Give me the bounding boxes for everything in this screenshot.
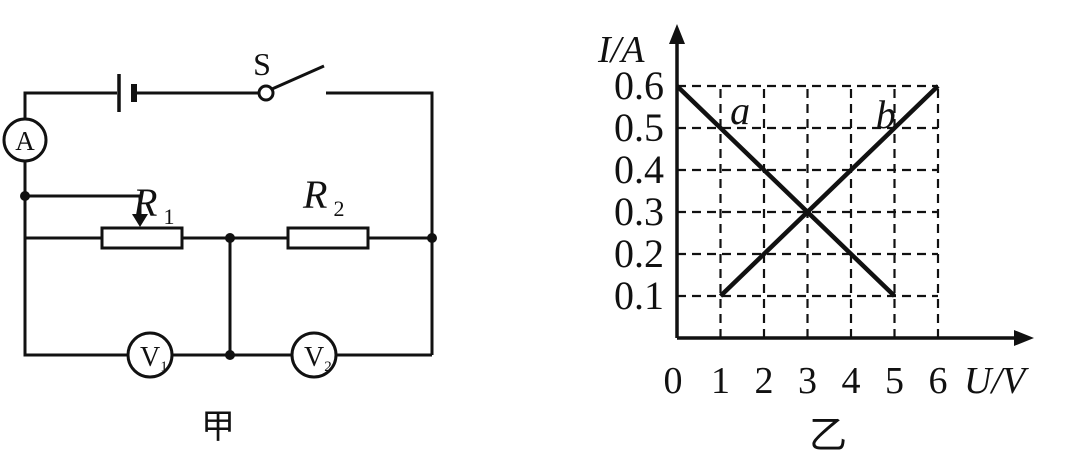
y-tick-label-4: 0.4 (614, 147, 664, 192)
v1-subscript: 1 (160, 359, 168, 375)
resistor-r2 (286, 226, 370, 250)
r2-letter: R (302, 172, 327, 217)
series-b-label: b (876, 92, 896, 137)
v2-letter: V (304, 342, 324, 373)
wire-top-right (326, 91, 434, 355)
r2-subscript: 2 (333, 196, 344, 221)
resistor-r1 (100, 226, 184, 250)
x-tick-label-3: 3 (798, 360, 817, 402)
junction-mid-bottom (225, 350, 235, 360)
v1-letter: V (140, 342, 160, 373)
y-axis-arrow (669, 24, 685, 44)
data-lines (675, 84, 940, 298)
v2-label: V2 (304, 342, 332, 375)
r1-letter: R (132, 180, 157, 225)
slider-wire (25, 194, 142, 222)
series-a-label: a (730, 88, 750, 133)
y-tick-label-2: 0.2 (614, 231, 664, 276)
caption-yi: 乙 (809, 415, 847, 457)
switch-blade (271, 64, 325, 91)
r1-subscript: 1 (163, 204, 174, 229)
y-axis-label: I/A (597, 29, 645, 71)
wire-left (23, 161, 128, 357)
y-tick-label-5: 0.5 (614, 105, 664, 150)
series-line-a (675, 84, 897, 298)
slider-arrow (132, 214, 148, 227)
x-tick-label-6: 6 (929, 360, 948, 402)
switch-label: S (253, 46, 271, 82)
x-tick-label-1: 1 (711, 360, 730, 402)
switch-pivot (257, 84, 275, 102)
wire-top-left (23, 91, 117, 118)
x-axis-arrow (1014, 330, 1034, 346)
x-tick-label-5: 5 (885, 360, 904, 402)
ammeter-label: A (15, 126, 35, 156)
v1-label: V1 (140, 342, 168, 375)
junction-left (20, 191, 30, 201)
caption-jia: 甲 (201, 409, 235, 446)
x-tick-label-4: 4 (842, 360, 861, 402)
junction-mid-top (225, 233, 235, 243)
y-tick-label-6: 0.6 (614, 63, 664, 108)
origin-label: 0 (664, 360, 683, 402)
x-tick-label-2: 2 (755, 360, 774, 402)
series-line-b (718, 84, 940, 298)
v2-subscript: 2 (324, 359, 332, 375)
y-tick-label-1: 0.1 (614, 273, 664, 318)
x-axis-label: U/V (964, 360, 1029, 402)
y-tick-label-3: 0.3 (614, 189, 664, 234)
junction-right (427, 233, 437, 243)
